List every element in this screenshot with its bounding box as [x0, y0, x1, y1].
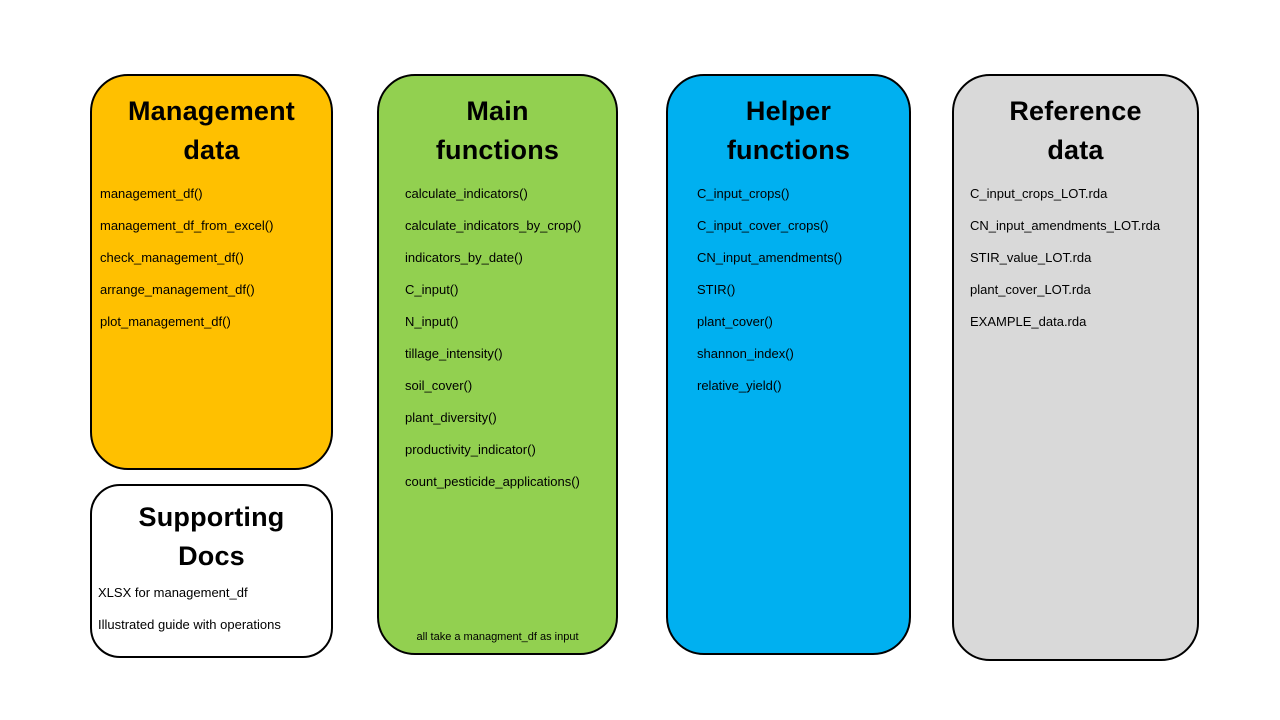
card-item: CN_input_amendments() [697, 249, 843, 265]
card-title-line: functions [435, 135, 560, 165]
card-title-management-data: Management data [96, 92, 327, 170]
card-item: arrange_management_df() [100, 281, 255, 297]
card-item: C_input_cover_crops() [697, 217, 829, 233]
card-item: calculate_indicators() [405, 185, 528, 201]
card-item: shannon_index() [697, 345, 794, 361]
card-title-reference-data: Reference data [958, 92, 1193, 170]
card-item: plot_management_df() [100, 313, 231, 329]
card-item: management_df() [100, 185, 203, 201]
card-title-line: Reference [1009, 96, 1142, 126]
card-main-functions: Main functions calculate_indicators()cal… [377, 74, 618, 655]
card-item: tillage_intensity() [405, 345, 503, 361]
card-item-list: calculate_indicators() calculate_indicato… [379, 177, 616, 497]
card-item: indicators_by_date() [405, 249, 523, 265]
card-title-line: Docs [178, 541, 245, 571]
card-title-line: Supporting [138, 502, 285, 532]
card-item: plant_cover_LOT.rda [970, 281, 1091, 297]
card-item: calculate_indicators_by_crop() [405, 217, 582, 233]
card-title-main-functions: Main functions [383, 92, 612, 170]
card-title-line: Management [127, 96, 296, 126]
card-management-data: Management data management_df()managemen… [90, 74, 333, 470]
card-item: check_management_df() [100, 249, 244, 265]
card-title-line: data [183, 135, 240, 165]
card-title-line: functions [726, 135, 851, 165]
card-item: XLSX for management_df [98, 584, 248, 600]
card-item: Illustrated guide with operations [98, 616, 281, 632]
card-title-supporting-docs: Supporting Docs [96, 498, 327, 576]
card-item: CN_input_amendments_LOT.rda [970, 217, 1161, 233]
card-item-list: C_input_crops() C_input_cover_crops() CN_i… [668, 177, 909, 401]
card-item: EXAMPLE_data.rda [970, 313, 1087, 329]
card-item: C_input_crops() [697, 185, 790, 201]
card-item: STIR_value_LOT.rda [970, 249, 1092, 265]
card-item: plant_diversity() [405, 409, 497, 425]
card-title-line: Helper [745, 96, 832, 126]
card-item: count_pesticide_applications() [405, 473, 580, 489]
card-title-line: Main [466, 96, 529, 126]
card-footnote: all take a managment_df as input [416, 631, 579, 643]
card-title-helper-functions: Helper functions [672, 92, 905, 170]
card-item: management_df_from_excel() [100, 217, 274, 233]
card-item: C_input() [405, 281, 459, 297]
card-item: C_input_crops_LOT.rda [970, 185, 1108, 201]
card-item-list: management_df() management_df_from_excel(… [92, 177, 331, 337]
card-title-line: data [1047, 135, 1104, 165]
card-item: relative_yield() [697, 377, 782, 393]
card-item: N_input() [405, 313, 459, 329]
card-item: productivity_indicator() [405, 441, 536, 457]
card-helper-functions: Helper functions C_input_crops()C_input_… [666, 74, 911, 655]
card-item: STIR() [697, 281, 736, 297]
card-item: plant_cover() [697, 313, 773, 329]
card-item: soil_cover() [405, 377, 473, 393]
